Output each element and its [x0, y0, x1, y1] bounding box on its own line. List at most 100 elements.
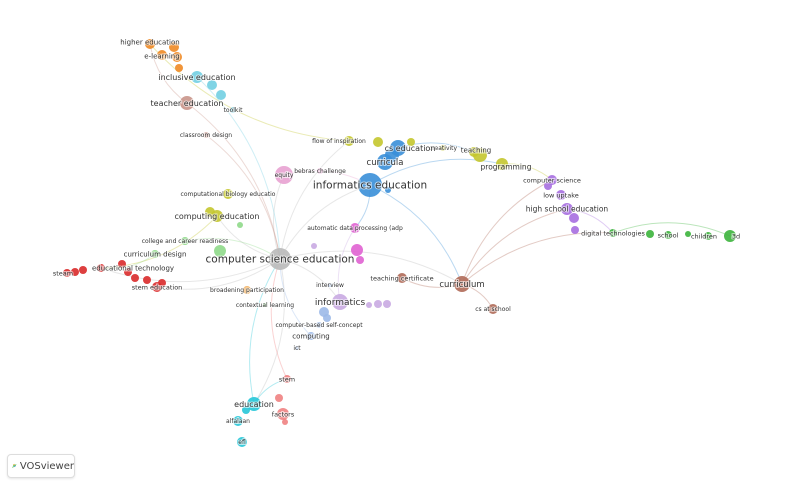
node-curriculum[interactable]: curriculum: [438, 276, 486, 292]
node-stem[interactable]: stem: [278, 374, 296, 384]
node-alfalaan[interactable]: alfalaan: [225, 416, 251, 426]
node-contextual-learning[interactable]: contextual learning: [235, 301, 295, 310]
node-toolkit[interactable]: toolkit: [223, 106, 245, 115]
node-circle[interactable]: [79, 266, 87, 274]
node-circle[interactable]: [118, 260, 126, 268]
node-circle[interactable]: [63, 269, 71, 277]
node-circle[interactable]: [328, 283, 332, 287]
node-circle[interactable]: [374, 300, 382, 308]
node-circle[interactable]: [685, 231, 691, 237]
node-circle[interactable]: [157, 50, 167, 60]
node-informatics[interactable]: informatics: [314, 294, 366, 310]
node-circle[interactable]: [407, 138, 415, 146]
node-circle[interactable]: [317, 168, 323, 174]
node-circle[interactable]: [216, 90, 226, 100]
node-interview[interactable]: interview: [315, 281, 345, 290]
node-circle[interactable]: [556, 190, 566, 200]
node-circle[interactable]: [181, 237, 189, 245]
node-high-school-education[interactable]: high school education: [525, 203, 609, 215]
node-circle[interactable]: [282, 419, 288, 425]
node-circle[interactable]: [571, 226, 579, 234]
node-circle[interactable]: [242, 406, 250, 414]
node-circle[interactable]: [275, 166, 293, 184]
node-digital-technologies[interactable]: digital technologies: [580, 228, 646, 238]
node-circle[interactable]: [373, 137, 383, 147]
node-circle[interactable]: [316, 322, 322, 328]
node-creativity[interactable]: creativity: [428, 144, 459, 153]
node-circle[interactable]: [172, 52, 182, 62]
node-higher-education[interactable]: higher education: [119, 37, 181, 49]
node-e-learning[interactable]: e-learning: [143, 50, 181, 61]
node-circle[interactable]: [454, 276, 470, 292]
node-curriculum-design[interactable]: curriculum design: [123, 249, 188, 259]
node-circle[interactable]: [704, 232, 712, 240]
node-circle[interactable]: [344, 136, 354, 146]
node-education[interactable]: education: [233, 397, 275, 411]
node-circle[interactable]: [131, 274, 139, 282]
node-circle[interactable]: [175, 64, 183, 72]
node-circle[interactable]: [214, 245, 226, 257]
node-circle[interactable]: [263, 303, 267, 307]
node-circle[interactable]: [311, 243, 317, 249]
node-circle[interactable]: [440, 145, 446, 151]
node-computer-science-education[interactable]: computer science education: [205, 248, 355, 270]
node-circle[interactable]: [383, 300, 391, 308]
node-circle[interactable]: [473, 148, 487, 162]
node-computational-biology-educatio[interactable]: computational biology educatio: [180, 189, 277, 199]
node-curricula[interactable]: curricula: [366, 154, 404, 170]
node-college-and-career-readiness[interactable]: college and career readiness: [141, 237, 229, 246]
vosviewer-logo[interactable]: VOSviewer: [7, 454, 75, 478]
node-circle[interactable]: [664, 231, 672, 239]
node-circle[interactable]: [283, 375, 291, 383]
node-circle[interactable]: [151, 250, 159, 258]
node-circle[interactable]: [356, 256, 364, 264]
node-school[interactable]: school: [657, 230, 680, 240]
node-circle[interactable]: [277, 408, 289, 420]
node-circle[interactable]: [97, 264, 105, 272]
node-circle[interactable]: [358, 173, 382, 197]
node-low-uptake[interactable]: low uptake: [542, 190, 580, 200]
node-circle[interactable]: [351, 244, 363, 256]
node-circle[interactable]: [275, 394, 283, 402]
node-circle[interactable]: [230, 107, 236, 113]
node-computing[interactable]: computing: [291, 331, 330, 341]
node-circle[interactable]: [295, 346, 299, 350]
node-circle[interactable]: [269, 248, 291, 270]
node-teacher-education[interactable]: teacher education: [150, 96, 224, 110]
node-circle[interactable]: [377, 154, 393, 170]
node-circle[interactable]: [211, 210, 223, 222]
node-circle[interactable]: [569, 213, 579, 223]
node-circle[interactable]: [243, 286, 251, 294]
node-computer-based-self-concept[interactable]: computer-based self-concept: [274, 321, 364, 330]
node-circle[interactable]: [143, 276, 151, 284]
node-circle[interactable]: [390, 140, 406, 156]
node-circle[interactable]: [180, 96, 194, 110]
node-steam[interactable]: steam: [52, 268, 74, 278]
node-circle[interactable]: [191, 71, 203, 83]
node-circle[interactable]: [207, 80, 217, 90]
node-circle[interactable]: [233, 416, 243, 426]
node-stem-education[interactable]: stem education: [131, 282, 183, 292]
node-circle[interactable]: [547, 175, 557, 185]
node-informatics-education[interactable]: informatics education: [312, 173, 428, 197]
node-circle[interactable]: [71, 268, 79, 276]
node-efl[interactable]: efl: [237, 437, 247, 447]
node-circle[interactable]: [169, 42, 179, 52]
node-circle[interactable]: [223, 189, 233, 199]
node-circle[interactable]: [397, 273, 407, 283]
node-computer-science[interactable]: computer science: [522, 175, 582, 185]
node-circle[interactable]: [323, 314, 331, 322]
node-equity[interactable]: equity: [274, 166, 295, 184]
node-circle[interactable]: [332, 294, 348, 310]
node-circle[interactable]: [152, 282, 162, 292]
node-circle[interactable]: [385, 187, 391, 193]
node-circle[interactable]: [237, 437, 247, 447]
node-circle[interactable]: [366, 302, 372, 308]
node-bebras-challenge[interactable]: bebras challenge: [293, 167, 347, 176]
node-circle[interactable]: [145, 39, 155, 49]
node-circle[interactable]: [488, 304, 498, 314]
node-inclusive-education[interactable]: inclusive education: [157, 71, 237, 83]
node-broadening-participation[interactable]: broadening participation: [209, 286, 285, 295]
node-classroom-design[interactable]: classroom design: [179, 131, 233, 140]
